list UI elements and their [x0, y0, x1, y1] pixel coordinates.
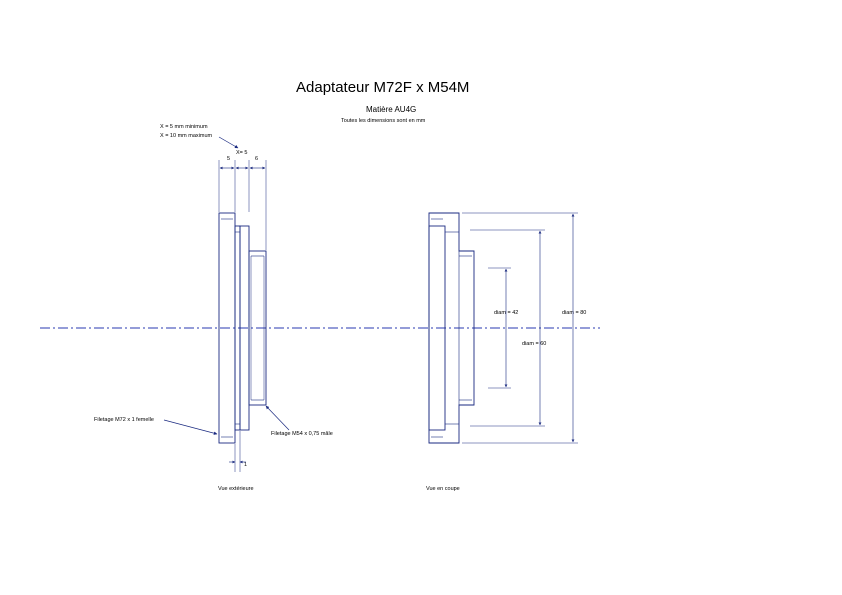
section-outline	[428, 212, 475, 444]
x-min-note: X = 5 mm minimum	[160, 124, 208, 130]
units-note: Toutes les dimensions sont en mm	[341, 118, 426, 124]
dimension-6-label: 6	[255, 156, 259, 162]
section-view	[428, 212, 578, 444]
diameter-60-label: diam = 60	[522, 341, 547, 347]
exterior-view	[163, 136, 290, 472]
m72-leader	[163, 419, 218, 435]
x-note-leader	[218, 136, 239, 149]
x-max-note: X = 10 mm maximum	[160, 133, 213, 139]
drawing-title: Adaptateur M72F x M54M	[296, 79, 470, 96]
material-label: Matière AU4G	[366, 105, 417, 114]
m54-leader	[265, 405, 290, 431]
section-inner-bore	[428, 225, 446, 431]
m54-male-thread	[248, 250, 267, 406]
m72-thread-label: Filetage M72 x 1 femelle	[94, 417, 154, 423]
dimension-5-label: 5	[227, 156, 231, 162]
section-view-caption: Vue en coupe	[426, 486, 460, 492]
dimension-1-label: 1	[244, 462, 248, 468]
x-equals-5-label: X= 5	[236, 150, 248, 156]
m54-thread-label: Filetage M54 x 0,75 mâle	[271, 431, 333, 437]
exterior-view-caption: Vue extérieure	[218, 486, 254, 492]
